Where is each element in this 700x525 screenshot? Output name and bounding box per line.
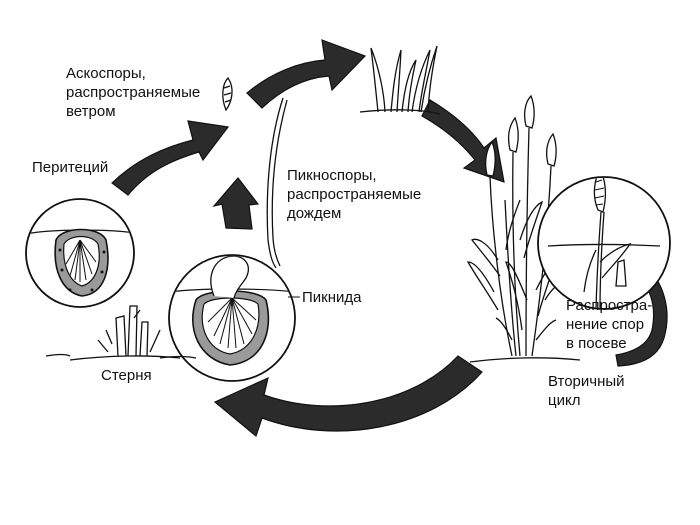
arrow-perithecium-to-ascospores xyxy=(111,120,230,196)
label-pycnospores: Пикноспоры, распространяемые дождем xyxy=(287,167,422,222)
ear-closeup-icon xyxy=(547,178,661,308)
arrow-seedlings-to-plants xyxy=(421,99,505,183)
label-stubble: Стерня xyxy=(101,367,152,384)
pycnospore-tendril-icon xyxy=(266,97,288,269)
stubble-icon xyxy=(45,305,197,361)
label-ascospores: Аскоспоры, распространяемые ветром xyxy=(66,65,201,120)
label-perithecium: Перитеций xyxy=(32,159,109,176)
perithecium-icon xyxy=(27,228,133,297)
pycnidium-icon xyxy=(170,256,294,366)
ascospore-icon xyxy=(222,76,233,112)
ear-closeup-magnifier xyxy=(537,176,671,310)
seedlings-icon xyxy=(359,45,441,115)
label-pycnidium: Пикнида xyxy=(302,289,362,306)
arrow-ascospores-to-seedlings xyxy=(246,39,367,109)
label-secondary-cycle: Вторичный цикл xyxy=(548,373,625,409)
label-spread-in-crop: Распростра- нение спор в посеве xyxy=(566,297,653,352)
arrow-return-to-stubble xyxy=(213,355,483,438)
arrow-pycnidium-to-pycnospores xyxy=(212,177,260,230)
